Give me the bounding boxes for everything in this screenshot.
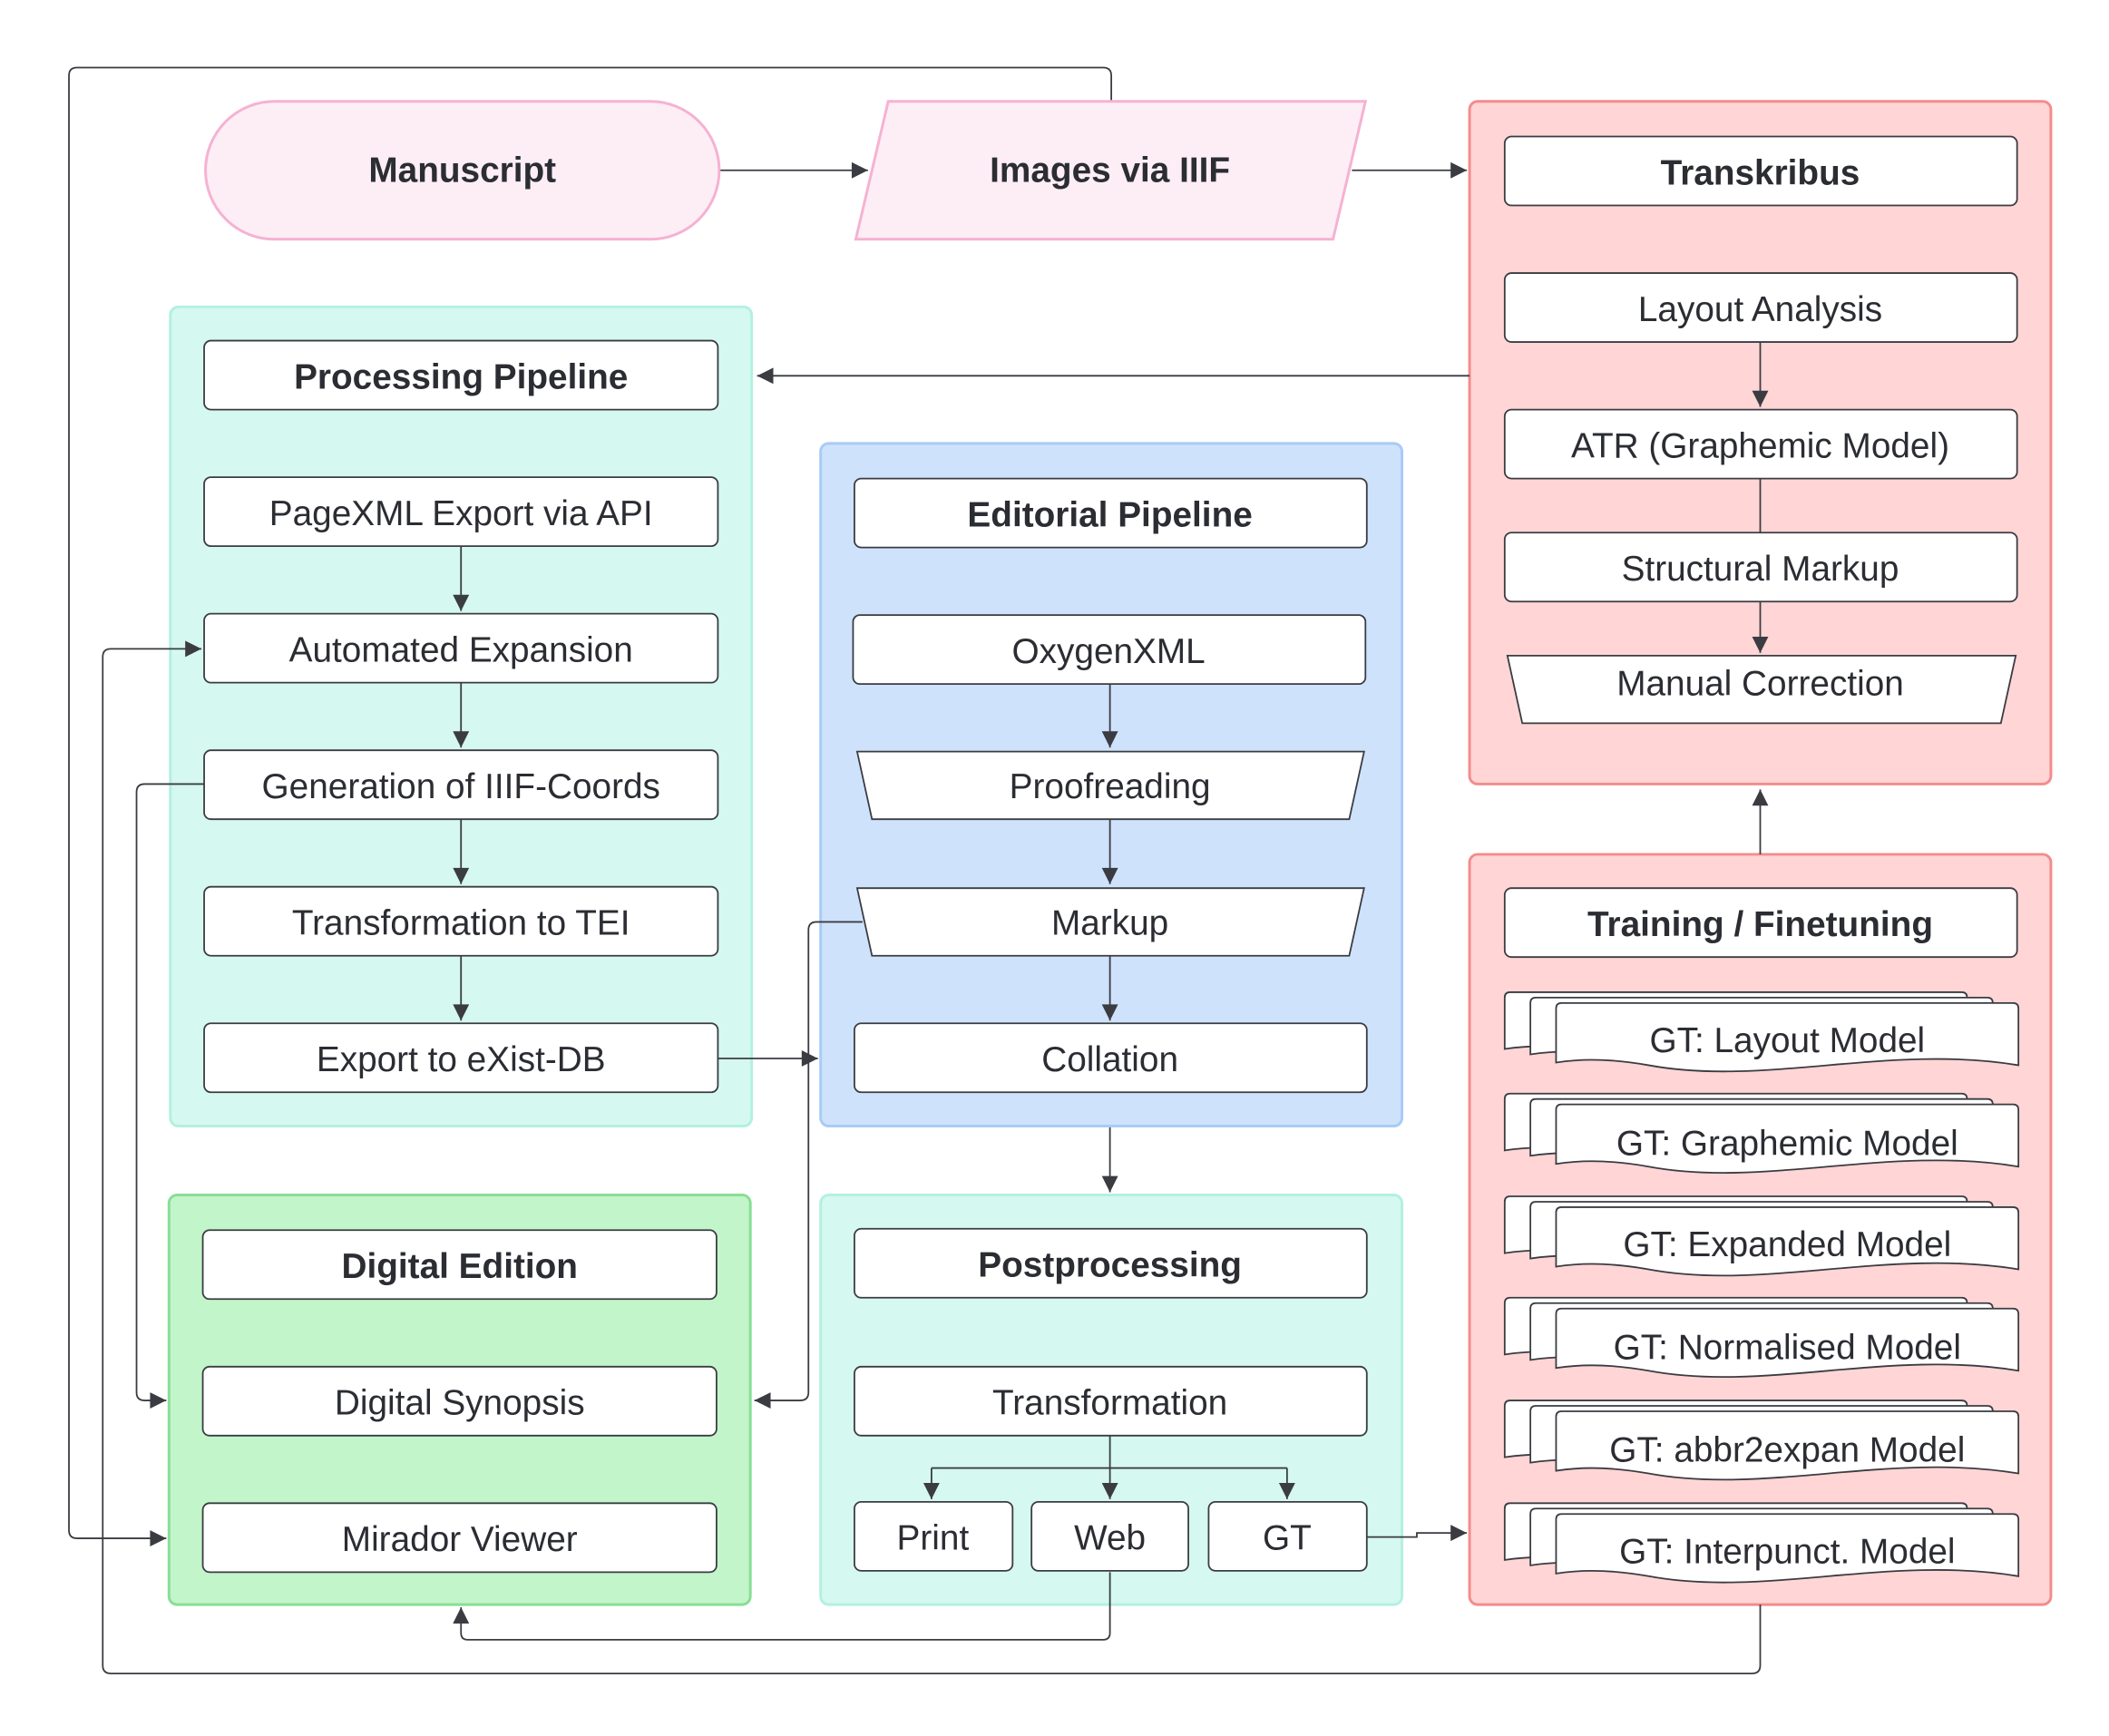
synopsis-label: Digital Synopsis (335, 1384, 585, 1423)
manual-correction-label: Manual Correction (1616, 665, 1904, 704)
exist-box (203, 1022, 719, 1094)
pagexml-label: PageXML Export via API (269, 494, 653, 533)
layout-analysis-label: Layout Analysis (1638, 290, 1882, 329)
gt-layout-page-3 (1555, 1001, 2020, 1073)
coords-label: Generation of IIIF-Coords (262, 767, 660, 806)
gt-graphemic-label: GT: Graphemic Model (1616, 1124, 1958, 1163)
pagexml-box (203, 476, 719, 548)
coords-box (203, 749, 719, 821)
collation-box (854, 1022, 1368, 1094)
connectors (68, 66, 1769, 1675)
web-label: Web (1074, 1519, 1146, 1558)
gt-expanded-page-3 (1555, 1206, 2020, 1277)
gt-abbr2expan-page-3 (1555, 1410, 2020, 1481)
processing-title: Processing Pipeline (294, 357, 628, 396)
gt-layout-label: GT: Layout Model (1649, 1021, 1925, 1060)
collation-label: Collation (1041, 1040, 1178, 1079)
gt-document-stacks (1503, 991, 2020, 1584)
atr-box (1503, 408, 2018, 480)
images-iiif-node (854, 100, 1368, 241)
structural-markup-box (1503, 532, 2018, 603)
postprocessing-title: Postprocessing (978, 1246, 1242, 1285)
markup-box (855, 887, 1365, 957)
manual-correction-box (1506, 654, 2017, 725)
editorial-title: Editorial Pipeline (967, 495, 1252, 534)
editorial-title-box (854, 477, 1368, 549)
gt-abbr2expan-label: GT: abbr2expan Model (1609, 1431, 1965, 1470)
markup-label: Markup (1051, 903, 1168, 942)
oxygen-box (852, 614, 1367, 686)
atr-label: ATR (Graphemic Model) (1571, 426, 1949, 465)
exist-label: Export to eXist-DB (317, 1040, 606, 1079)
synopsis-box (201, 1365, 718, 1437)
tei-label: Transformation to TEI (292, 903, 630, 942)
gt-interpunct-page-3 (1555, 1513, 2020, 1584)
expansion-box (203, 612, 719, 684)
digital-edition-title-box (201, 1229, 718, 1301)
expansion-label: Automated Expansion (289, 630, 633, 669)
transkribus-title: Transkribus (1661, 153, 1860, 192)
gt-expanded-label: GT: Expanded Model (1623, 1225, 1951, 1264)
web-box (1030, 1500, 1189, 1572)
images-iiif-label: Images via IIIF (990, 151, 1230, 190)
structural-markup-label: Structural Markup (1622, 550, 1899, 589)
gt-box (1207, 1500, 1368, 1572)
proofreading-box (855, 750, 1365, 821)
postprocessing-title-box (854, 1227, 1368, 1299)
print-label: Print (897, 1519, 970, 1558)
training-title-box (1503, 887, 2018, 959)
transformation-label: Transformation (992, 1384, 1227, 1423)
mirador-box (201, 1502, 718, 1574)
manuscript-node (204, 100, 721, 241)
gt-normalised-page-3 (1555, 1307, 2020, 1378)
mirador-label: Mirador Viewer (342, 1520, 578, 1559)
layout-analysis-box (1503, 272, 2018, 343)
transkribus-title-box (1503, 135, 2018, 207)
gt-normalised-label: GT: Normalised Model (1614, 1328, 1961, 1367)
manuscript-label: Manuscript (368, 151, 556, 190)
training-title: Training / Finetuning (1587, 905, 1933, 944)
oxygen-label: OxygenXML (1012, 632, 1206, 671)
gt-interpunct-label: GT: Interpunct. Model (1619, 1532, 1955, 1571)
tei-box (203, 885, 719, 957)
gt-graphemic-page-3 (1555, 1103, 2020, 1174)
proofreading-label: Proofreading (1010, 767, 1211, 806)
processing-title-box (203, 339, 719, 411)
print-box (854, 1500, 1014, 1572)
transformation-box (854, 1365, 1368, 1437)
digital-edition-title: Digital Edition (342, 1247, 578, 1286)
gt-label: GT (1263, 1519, 1312, 1558)
